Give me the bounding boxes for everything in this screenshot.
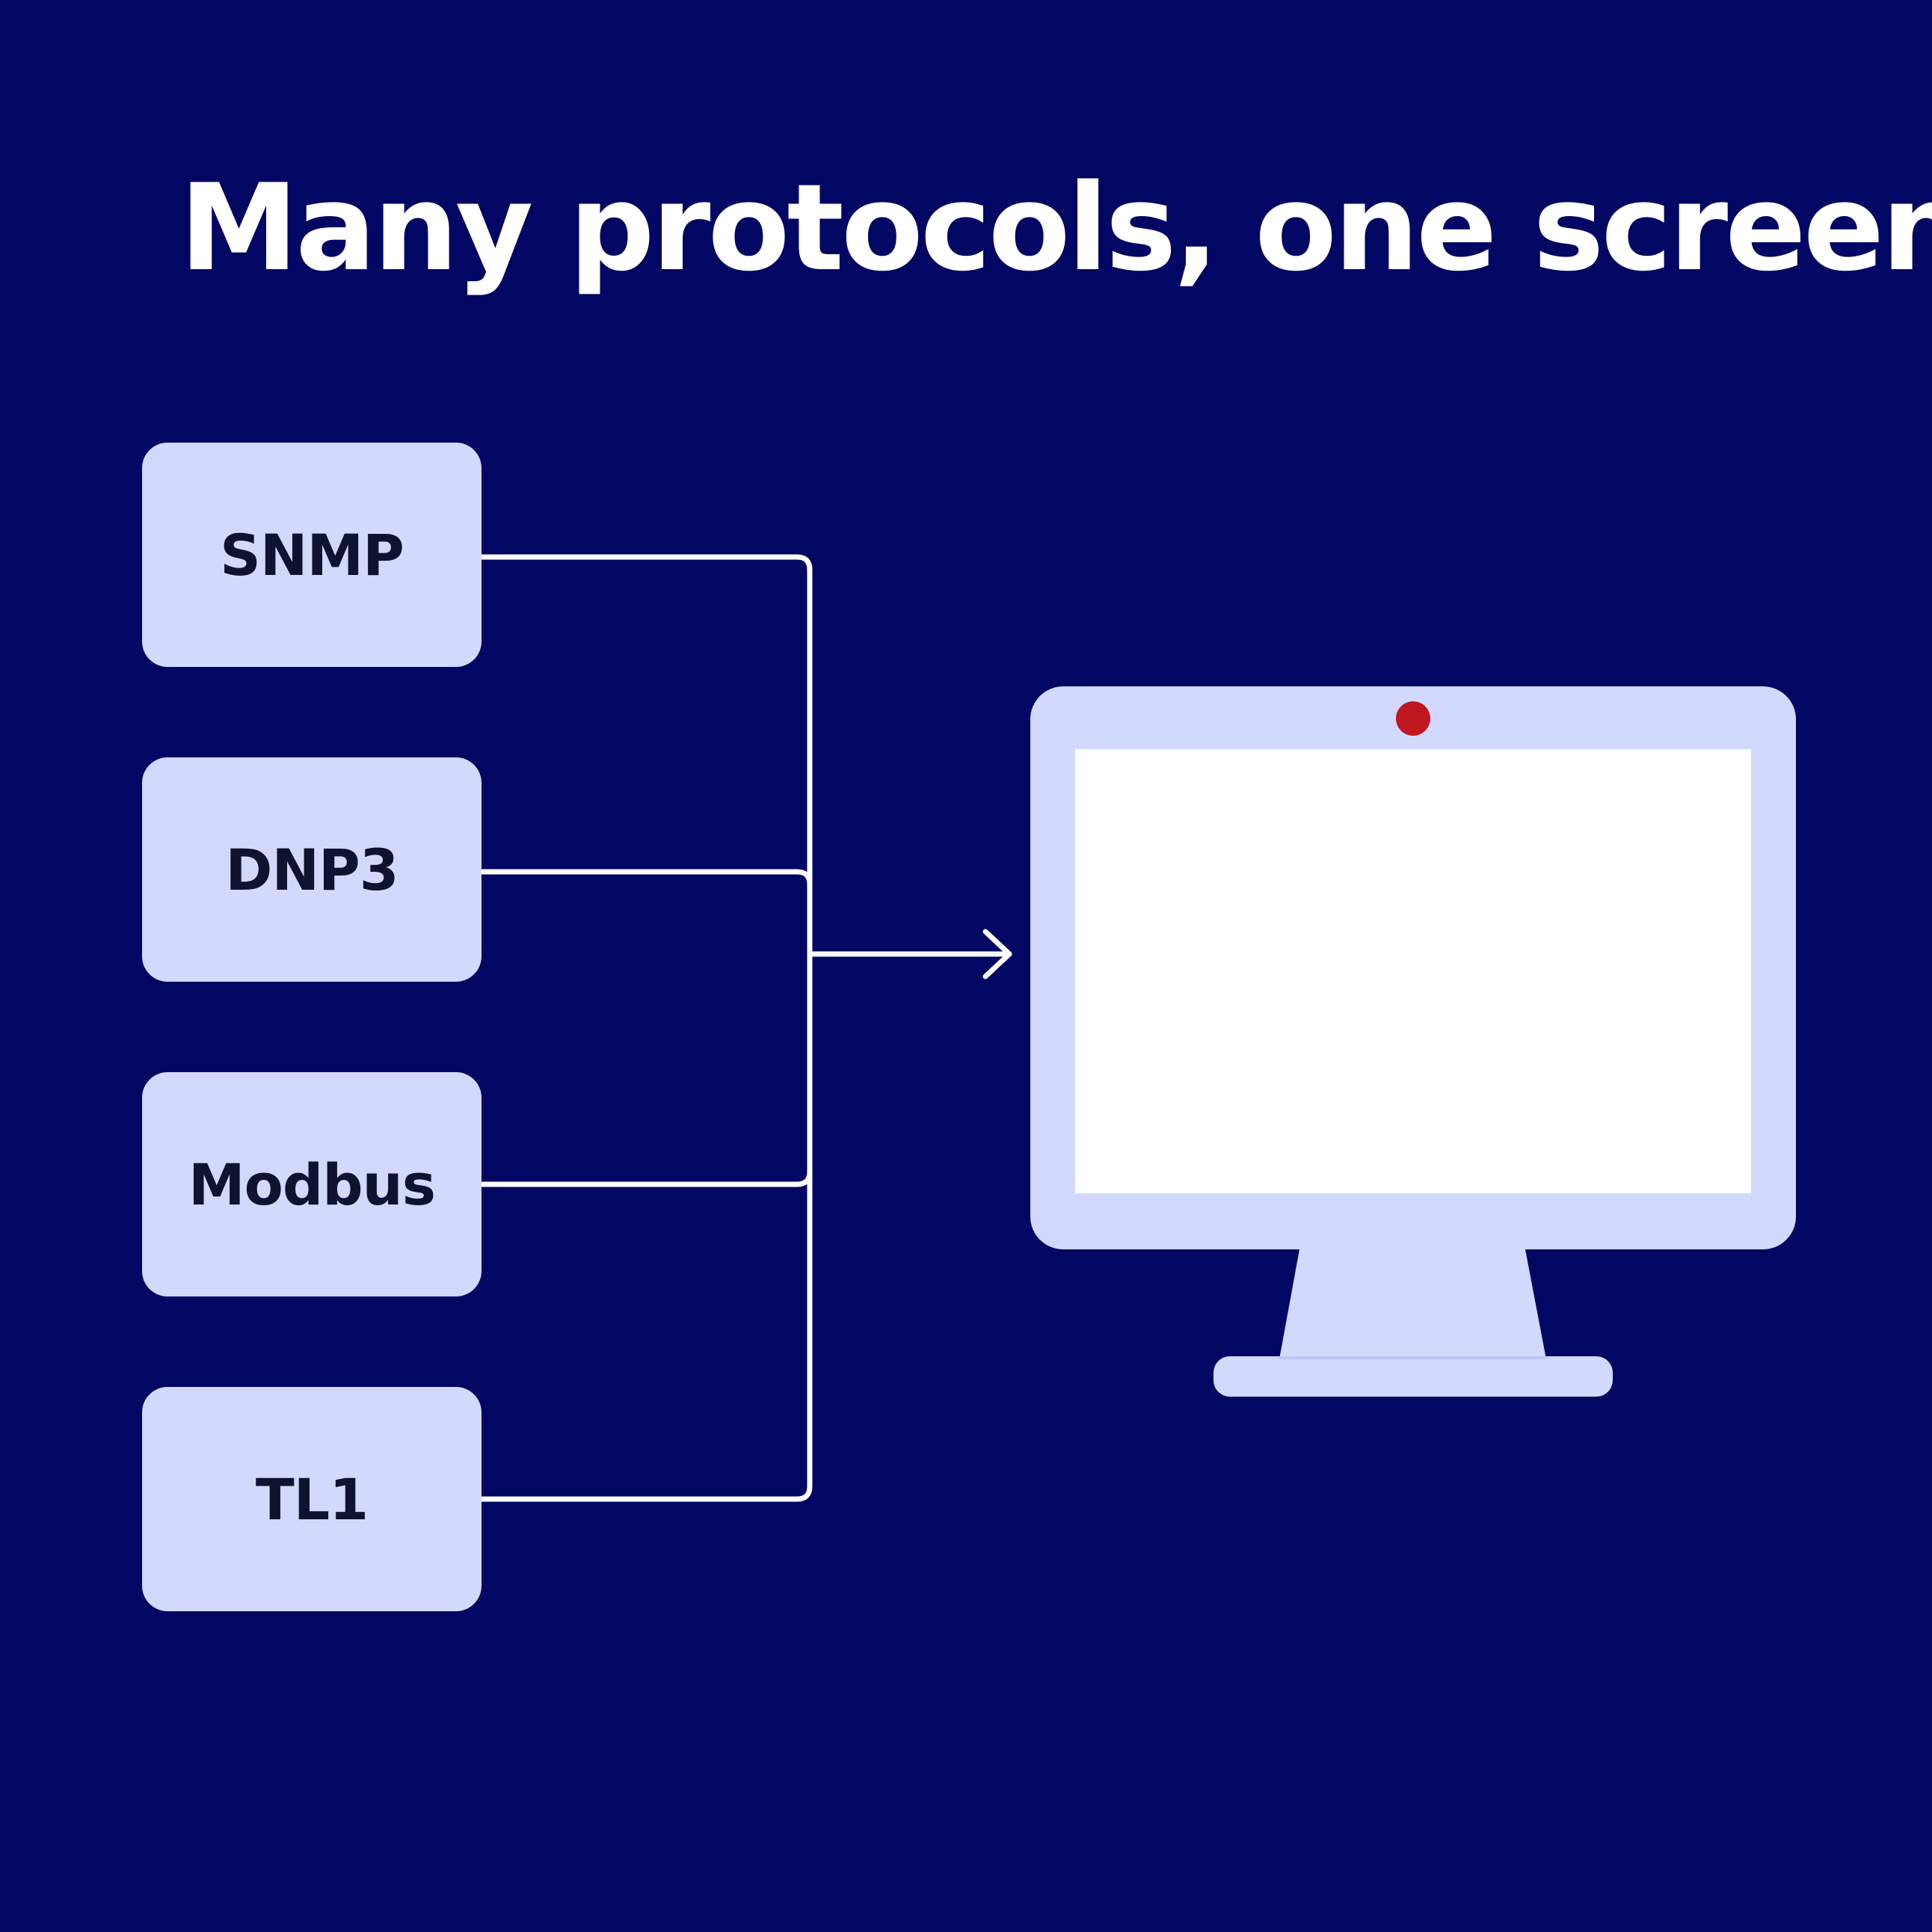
connector-snmp xyxy=(479,554,813,948)
monitor-stand xyxy=(1279,1249,1546,1359)
page-title: Many protocols, one screen xyxy=(179,158,1932,298)
camera-dot-icon xyxy=(1396,701,1430,736)
connector-dnp3 xyxy=(479,869,813,887)
monitor-screen xyxy=(1075,749,1751,1193)
protocol-label: Modbus xyxy=(188,1151,436,1218)
protocol-label: TL1 xyxy=(255,1465,369,1533)
protocol-box-dnp3: DNP3 xyxy=(142,757,482,982)
protocol-label: SNMP xyxy=(220,521,404,588)
protocol-label: DNP3 xyxy=(225,836,399,903)
protocol-box-modbus: Modbus xyxy=(142,1072,482,1296)
monitor-base xyxy=(1213,1356,1613,1397)
connector-tl1 xyxy=(479,942,813,1502)
monitor-icon xyxy=(1030,686,1796,1397)
connector-modbus xyxy=(479,1169,813,1187)
arrow-head-icon xyxy=(982,929,1012,979)
protocol-box-tl1: TL1 xyxy=(142,1387,482,1611)
protocol-box-snmp: SNMP xyxy=(142,443,482,667)
